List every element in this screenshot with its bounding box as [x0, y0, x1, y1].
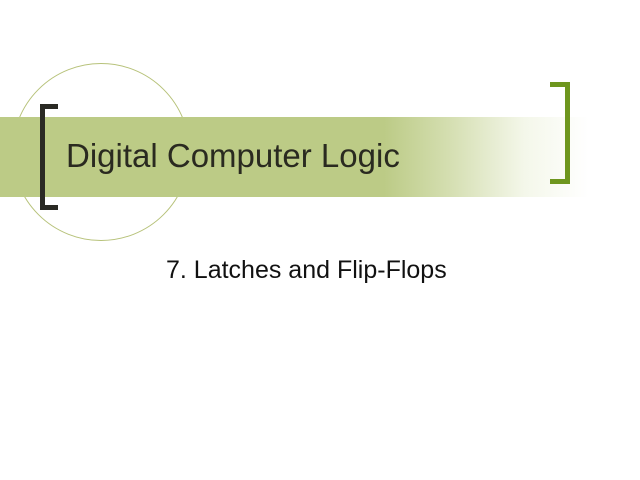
right-bracket-decoration	[550, 82, 570, 184]
title-band	[0, 117, 640, 197]
left-bracket-decoration	[40, 104, 58, 210]
slide-title: Digital Computer Logic	[66, 137, 400, 174]
slide-subtitle: 7. Latches and Flip-Flops	[166, 256, 447, 284]
